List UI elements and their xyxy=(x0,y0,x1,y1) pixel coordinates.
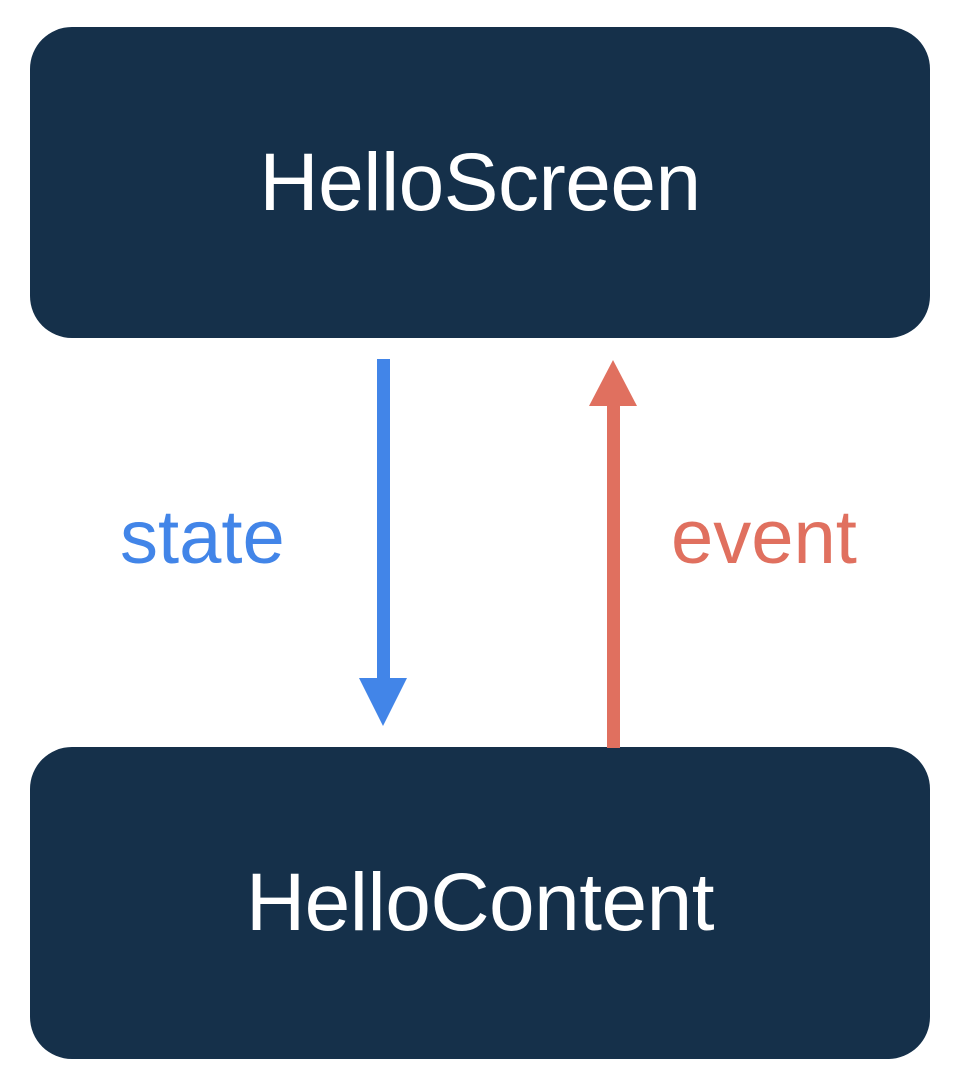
event-arrow-up-icon xyxy=(589,360,637,748)
node-hello-screen[interactable]: HelloScreen xyxy=(30,27,930,338)
state-arrow-shaft xyxy=(377,359,390,679)
edge-label-event: event xyxy=(671,495,857,580)
node-hello-content[interactable]: HelloContent xyxy=(30,747,930,1059)
edge-label-state: state xyxy=(120,495,285,580)
state-arrow-down-icon xyxy=(359,359,407,726)
event-arrow-shaft xyxy=(607,404,620,748)
event-arrow-head xyxy=(589,360,637,406)
state-arrow-head xyxy=(359,678,407,726)
node-hello-content-label: HelloContent xyxy=(245,857,715,948)
node-hello-screen-label: HelloScreen xyxy=(259,136,701,228)
